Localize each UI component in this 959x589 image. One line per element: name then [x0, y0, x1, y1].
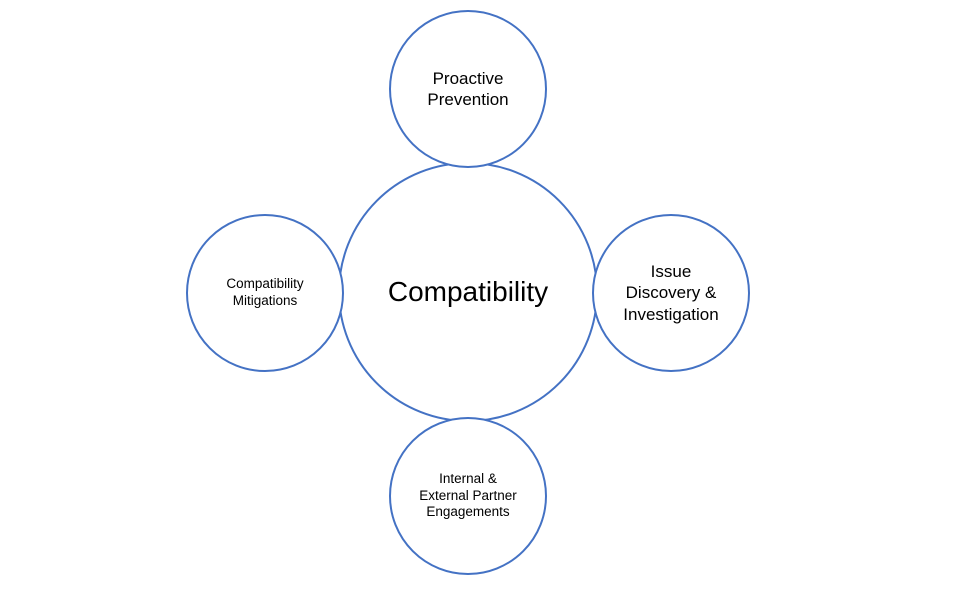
node-circle-issue-discovery: Issue Discovery & Investigation [592, 214, 750, 372]
center-circle-compatibility: Compatibility [338, 162, 598, 422]
node-circle-partner-engagements: Internal & External Partner Engagements [389, 417, 547, 575]
node-label-proactive-prevention: Proactive Prevention [427, 68, 509, 109]
node-circle-proactive-prevention: Proactive Prevention [389, 10, 547, 168]
node-label-partner-engagements: Internal & External Partner Engagements [419, 470, 517, 520]
node-label-issue-discovery: Issue Discovery & Investigation [623, 262, 719, 324]
center-circle-label: Compatibility [387, 276, 549, 308]
node-circle-compatibility-mitigations: Compatibility Mitigations [186, 214, 344, 372]
node-label-compatibility-mitigations: Compatibility Mitigations [226, 276, 304, 308]
